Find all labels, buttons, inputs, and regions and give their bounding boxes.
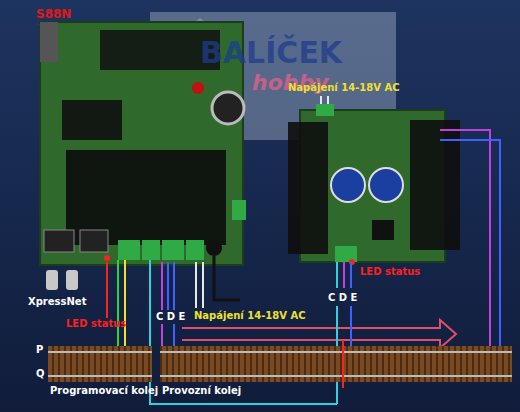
power-label: Napájení 14-18V AC <box>194 310 306 322</box>
terminal-label: C D E <box>328 292 357 304</box>
terminal-label: C D E <box>156 311 185 323</box>
rail-label: P <box>36 344 43 356</box>
track-label: Provozní kolej <box>162 385 241 397</box>
power-label: Napájení 14-18V AC <box>288 82 400 94</box>
rail-label: Q <box>36 368 45 380</box>
connector-label: S88N <box>36 8 71 22</box>
led-label: LED status <box>360 266 420 278</box>
watermark: BALÍČEK <box>200 36 342 71</box>
bus-label: XpressNet <box>28 296 86 308</box>
led-label: LED status <box>66 318 126 330</box>
track-label: Programovací kolej <box>50 385 158 397</box>
